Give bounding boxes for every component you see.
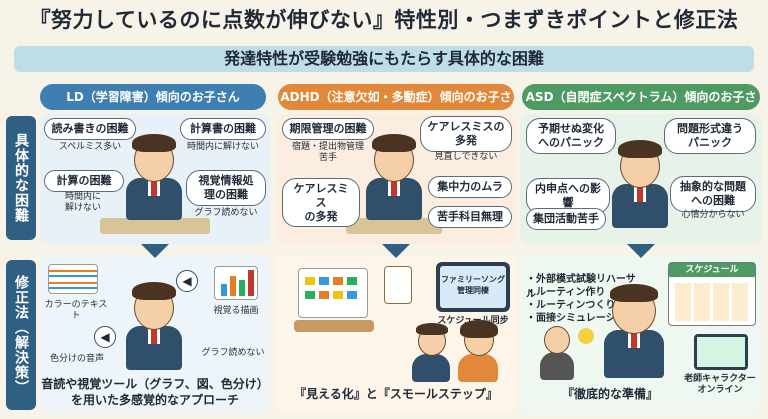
ld-solution-caption: 音読や視覚ツール（グラフ、図、色分け） を用いた多感覚的なアプローチ [41,377,269,408]
asd-solution-item: ・ルーティン作り [526,287,606,298]
side-label-solutions: 修正法（解決策） [6,260,36,410]
ld-label-visual: 視覚る描画 [213,306,259,316]
adhd-solution-caption: 『見える化』と『スモールステップ』 [294,387,498,401]
asd-label-teacher: 老師キャラクター オンライン [684,374,756,395]
ld-label-color-audio: 色分けの音声 [49,354,104,364]
asd-solution-item: ・面接シミュレーション [526,313,636,324]
asd-bubble-report: 内申点への影響 [526,178,610,214]
online-teacher-screen-icon [694,334,748,370]
page-title: 『努力しているのに点数が伸びない』特性別・つまずきポイントと修正法 [29,8,739,32]
checklist-icon [384,266,412,304]
side-label-difficulties: 具体的な困難 [6,116,36,240]
color-text-icon [48,264,98,294]
asd-bubble-format: 問題形式違う パニック [664,118,756,154]
asd-down-arrow-icon [627,244,655,258]
ld-label-color-text: カラーのテキスト [44,300,108,321]
asd-bubble-change: 予期せぬ変化 へのパニック [526,118,616,154]
asd-bubble-group: 集団活動苦手 [526,208,606,230]
adhd-note-deadline: 宿題・提出物管理 苦手 [291,142,364,163]
smiley-icon [578,328,594,344]
column-heading-ld: LD（学習障害）傾向のお子さん [40,84,266,110]
asd-solution-item: ・外部模式試験リハーサル [526,274,636,300]
schedule-board-title: スケジュール [669,263,755,277]
adhd-note-careless: 見直しできない [434,152,498,162]
column-heading-adhd: ADHD（注意欠如・多動症）傾向のお子さん [278,84,514,130]
calendar-board-icon [298,268,368,318]
ld-note-visual: グラフ読めない [194,208,258,218]
ld-note-calc-writing: 時間内に解けない [186,142,259,152]
ld-bubble-reading: 読み書きの困難 [44,118,136,140]
subtitle-banner: 発達特性が受験勉強にもたらす具体的な困難 [14,46,754,72]
adhd-down-arrow-icon [382,244,410,258]
asd-solution-caption: 『徹底的な準備』 [561,387,658,401]
adhd-bubble-careless-2: ケアレスミス の多発 [282,178,360,228]
asd-solution-item: ・ルーティンつくり [526,300,616,311]
ld-down-arrow-icon [141,244,169,258]
adhd-bubble-focus: 集中力のムラ [428,176,512,198]
speaker-icon: ◀ [176,270,198,292]
schedule-board-icon: スケジュール [668,262,756,326]
ld-note-reading: スペルミス多い [58,142,122,152]
ld-bubble-calc: 計算の困難 [44,170,124,192]
adhd-bubble-deadline: 期限管理の困難 [282,118,374,140]
tablet-screen-text: ファミリーソング 管理同棲 [440,266,506,308]
ld-note-calc: 時間内に 解けない [64,192,101,213]
bar-graph-icon [214,266,258,300]
ld-bubble-visual: 視覚情報処 理の困難 [186,170,266,206]
column-heading-asd: ASD（自閉症スペクトラム）傾向のお子さん [522,84,760,130]
speaker-icon-2: ◀ [94,326,116,348]
asd-bubble-abstract: 抽象的な問題 への困難 [670,176,756,212]
adhd-bubble-weak-subject: 苦手科目無理 [428,206,512,228]
tablet-icon: ファミリーソング 管理同棲 [436,262,510,312]
adhd-bubble-careless: ケアレスミスの 多発 [420,116,512,152]
ld-bubble-calc-writing: 計算書の困難 [180,118,266,140]
asd-note-abstract: 心情分からない [681,210,745,220]
desk-icon [294,320,374,332]
ld-label-graph: グラフ読めない [201,348,265,358]
